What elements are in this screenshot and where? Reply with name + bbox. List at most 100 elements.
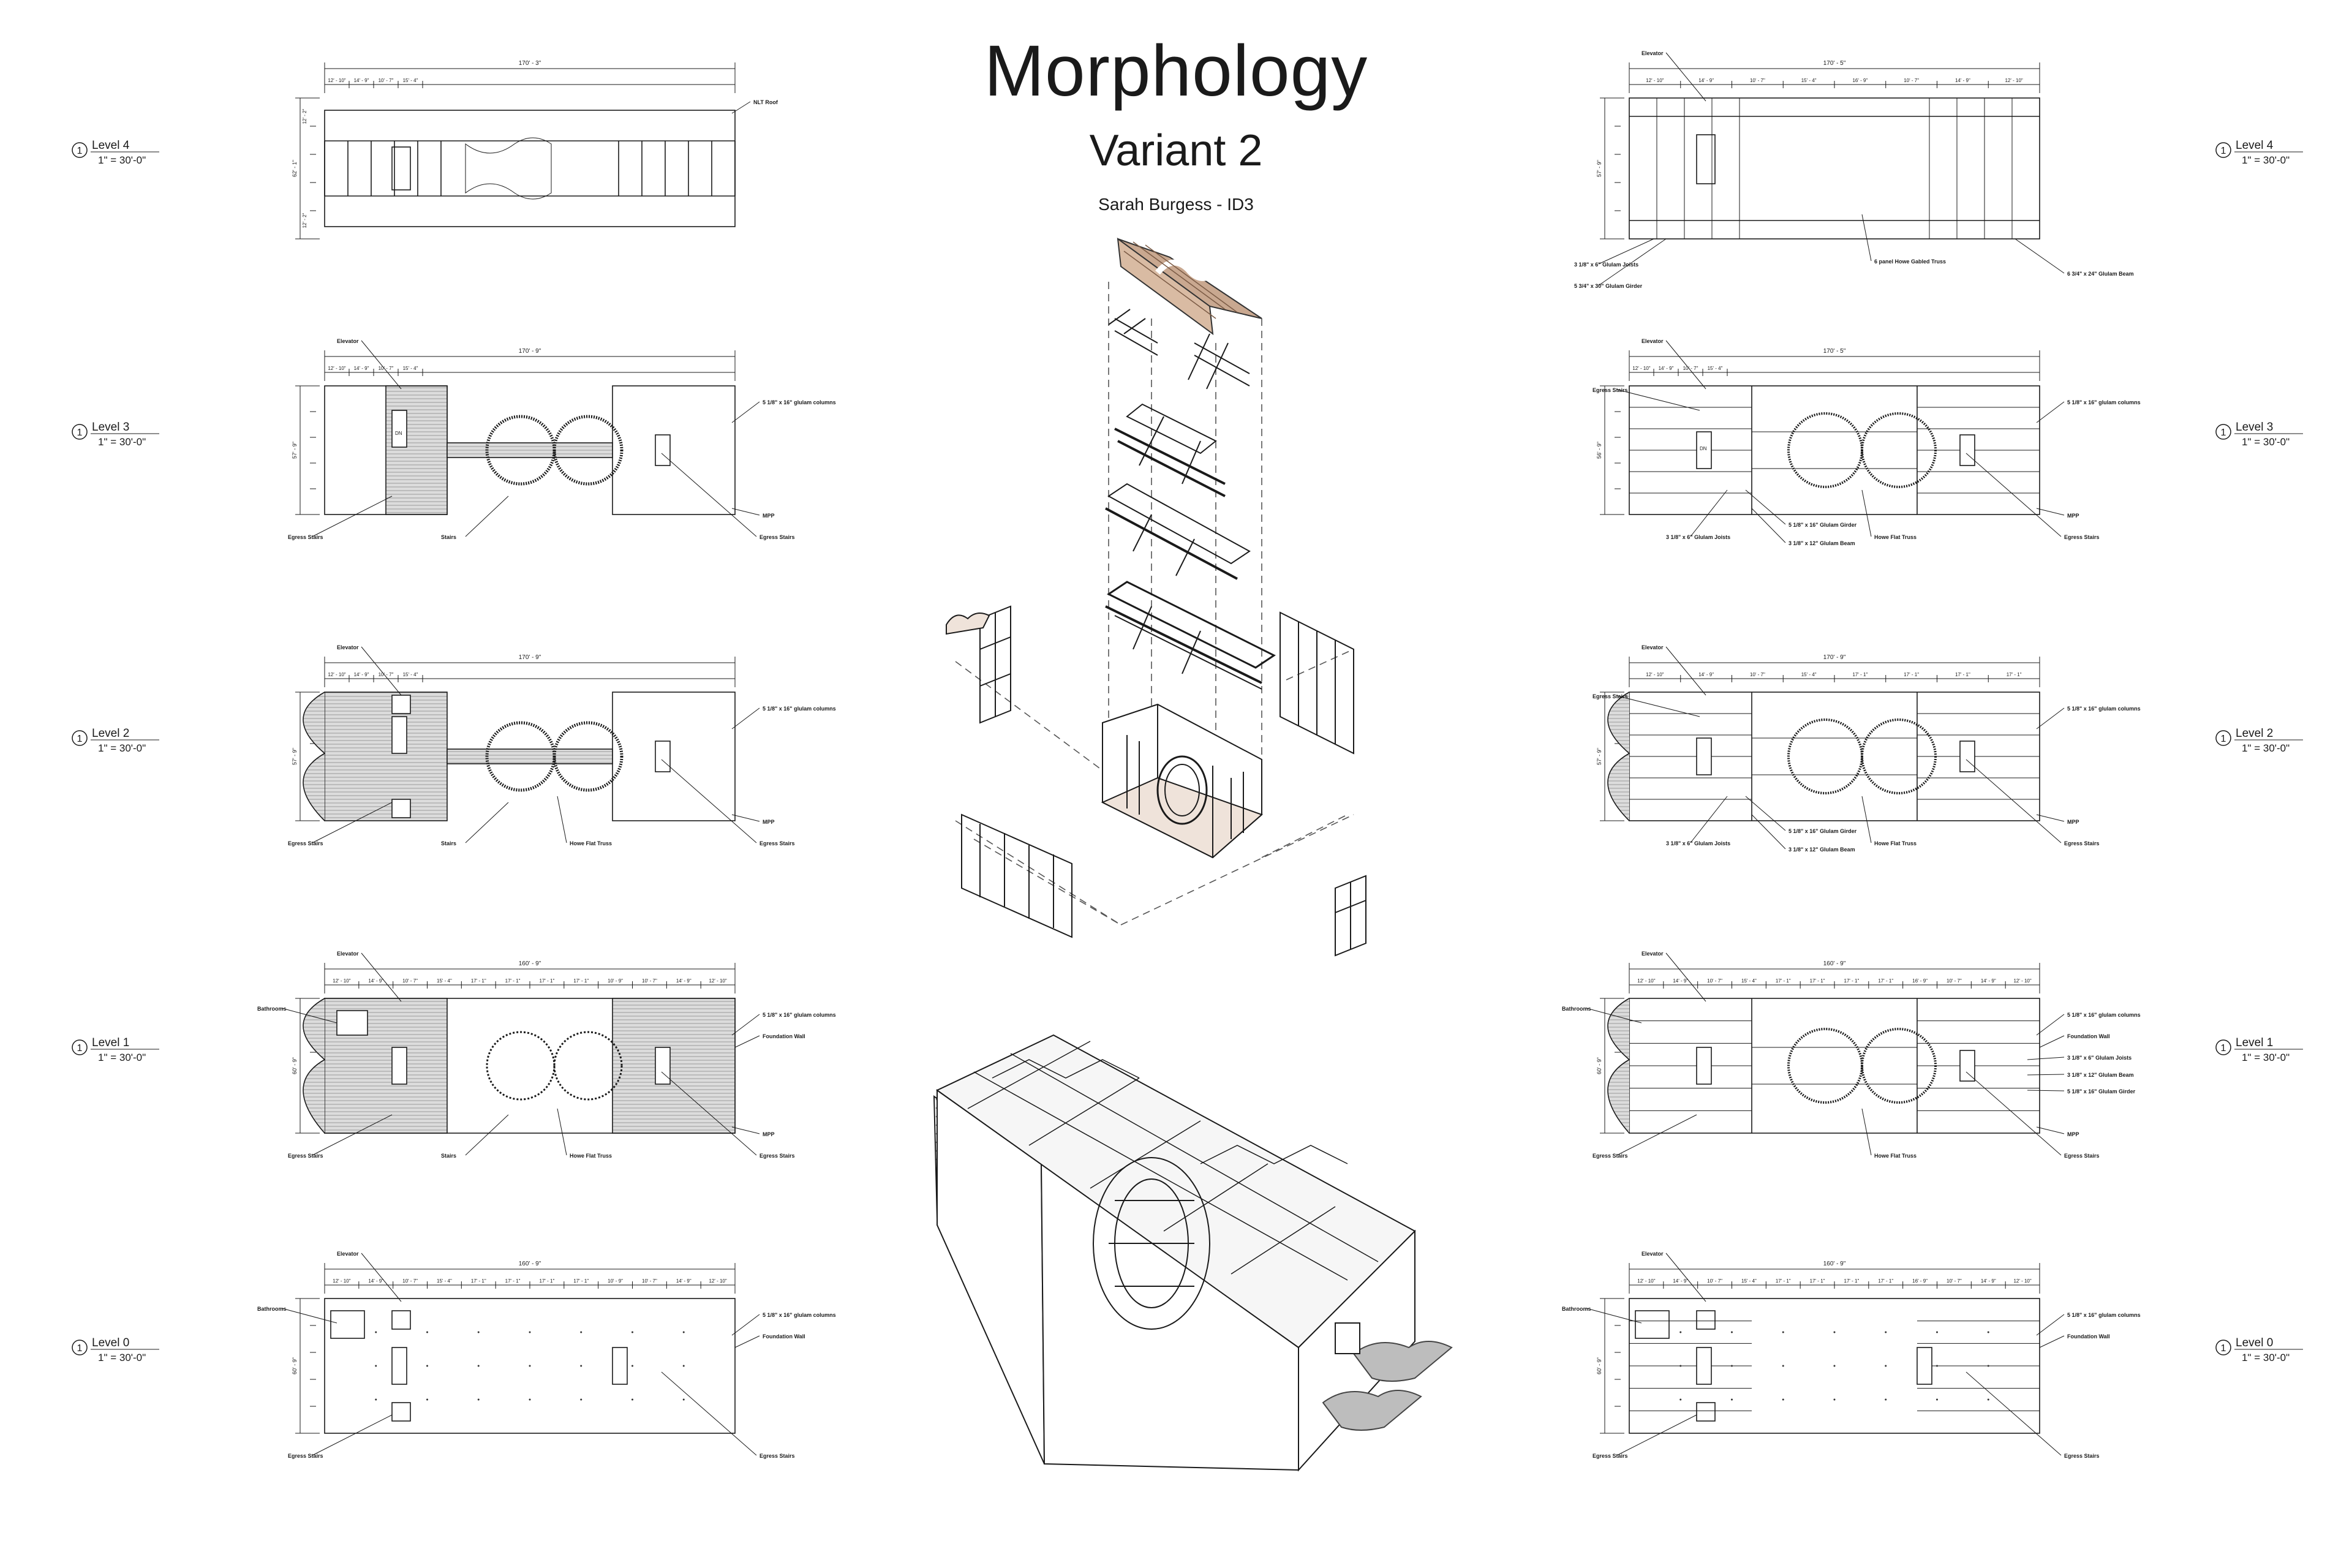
axon-roof-fragment (946, 612, 990, 635)
segment-dimension: 17' - 1" (1878, 978, 1893, 984)
plan-outline (1629, 1298, 2040, 1434)
leader-line (1966, 1071, 2062, 1156)
segment-dimension: 17' - 1" (1852, 672, 1868, 677)
leader-line (1861, 796, 1872, 843)
segment-dimension: 12' - 10" (709, 978, 726, 984)
segment-dimension: 10' - 7" (379, 672, 394, 677)
note-col: 5 1/8" x 16" glulam columns (2067, 1312, 2141, 1318)
level-marker-number: 1 (2221, 734, 2226, 744)
segment-dimension: 14' - 9" (1673, 978, 1688, 984)
axon-door (1335, 1322, 1360, 1354)
leader-line (1586, 1308, 1642, 1324)
level-scale: 1" = 30'-0" (2242, 154, 2290, 166)
segment-dimension: 14' - 9" (354, 672, 369, 677)
note-joist: 3 1/8" x 6" Glulam Joists (1666, 534, 1730, 540)
segment-dimension: 12' - 10" (1646, 78, 1664, 83)
note-beam: 6 3/4" x 24" Glulam Beam (2067, 271, 2134, 277)
segment-dimension: 15' - 4" (437, 978, 452, 984)
note-joist: 3 1/8" x 6" Glulam Joists (1574, 262, 1638, 268)
leader-line (731, 1014, 760, 1036)
leader-line (1690, 796, 1728, 843)
segment-dimension: 12' - 10" (328, 366, 345, 371)
segment-dimension: 14' - 9" (354, 366, 369, 371)
level-marker-number: 1 (77, 146, 83, 156)
note-mpp: MPP (763, 1131, 775, 1137)
segment-dimension: 14' - 9" (354, 78, 369, 83)
depth-dimension-top: 12' - 2" (302, 108, 307, 124)
leader-line (1665, 952, 1706, 1002)
note-egress-l: Egress Stairs (288, 534, 323, 540)
level-marker-icon (2215, 1340, 2231, 1355)
leader-line (2015, 238, 2065, 274)
note-stairs: Stairs (441, 534, 456, 540)
leader-line (2036, 401, 2065, 423)
level-marker-icon (72, 1039, 88, 1055)
segment-dimension: 17' - 1" (1810, 978, 1825, 984)
level-marker-icon (72, 730, 88, 746)
overall-dimension: 160' - 9" (519, 1261, 541, 1267)
leader-line (557, 796, 567, 843)
plan-outline (324, 110, 736, 227)
note-col: 5 1/8" x 16" glulam columns (763, 1012, 836, 1018)
leader-line (1966, 759, 2062, 843)
note-elevator: Elevator (337, 644, 359, 650)
leader-line (661, 1071, 757, 1156)
level-scale: 1" = 30'-0" (2242, 1352, 2290, 1363)
note-girder: 5 1/8" x 16" Glulam Girder (1789, 828, 1857, 834)
level-marker-icon (72, 1340, 88, 1355)
level-name: Level 2 (2236, 727, 2273, 740)
segment-dimension: 14' - 9" (1981, 1278, 1996, 1284)
level-marker-icon (2215, 1039, 2231, 1055)
note-mpp: MPP (763, 819, 775, 825)
leader-line (281, 1308, 337, 1324)
plan-outline (324, 385, 736, 515)
depth-dimension: 57' - 9" (292, 442, 298, 459)
note-egress-r: Egress Stairs (760, 840, 795, 846)
segment-dimension: 15' - 4" (403, 78, 418, 83)
note-egress-l: Egress Stairs (288, 1153, 323, 1159)
note-egress-l: Egress Stairs (288, 840, 323, 846)
segment-dimension: 12' - 10" (2013, 978, 2031, 984)
axon-wall-sw (961, 813, 1072, 938)
segment-dimension: 10' - 7" (1947, 1278, 1962, 1284)
axon-floor-grid-4 (1108, 309, 1250, 390)
note-truss: Howe Flat Truss (1874, 534, 1917, 540)
level-name: Level 1 (2236, 1036, 2273, 1049)
leader-line (361, 646, 402, 696)
segment-dimension: 10' - 7" (642, 1278, 657, 1284)
note-bath: Bathrooms (257, 1306, 287, 1312)
segment-dimension: 12' - 10" (328, 672, 345, 677)
leader-line (1598, 238, 1654, 265)
leader-line (1690, 489, 1728, 537)
leader-line (731, 508, 760, 516)
note-elevator: Elevator (1642, 50, 1664, 56)
note-col: 5 1/8" x 16" glulam columns (763, 706, 836, 712)
level-name: Level 4 (92, 139, 130, 152)
segment-dimension: 10' - 7" (1750, 672, 1765, 677)
leader-line (1861, 489, 1872, 537)
segment-dimension: 15' - 4" (1801, 78, 1817, 83)
leader-line (2036, 814, 2065, 822)
leader-line (1586, 1008, 1642, 1023)
note-fwall: Foundation Wall (2067, 1033, 2110, 1039)
overall-dimension: 170' - 5" (1823, 60, 1846, 67)
level-marker-number: 1 (2221, 1343, 2226, 1354)
level-name: Level 0 (92, 1336, 129, 1349)
dimension-string (324, 963, 736, 993)
segment-dimension: 17' - 1" (540, 1278, 555, 1284)
leader-line (361, 1253, 402, 1302)
note-girder: 5 3/4" x 30" Glulam Girder (1574, 283, 1643, 289)
segment-dimension: 17' - 1" (505, 978, 521, 984)
page-subtitle: Variant 2 (1089, 126, 1263, 175)
segment-dimension: 12' - 10" (2005, 78, 2022, 83)
segment-dimension: 10' - 7" (1683, 366, 1698, 371)
leader-line (1616, 695, 1700, 717)
leader-line (2036, 707, 2065, 729)
axon-guides (955, 282, 1354, 925)
depth-dimension: 56' - 9" (1596, 442, 1602, 459)
leader-line (312, 1414, 393, 1456)
